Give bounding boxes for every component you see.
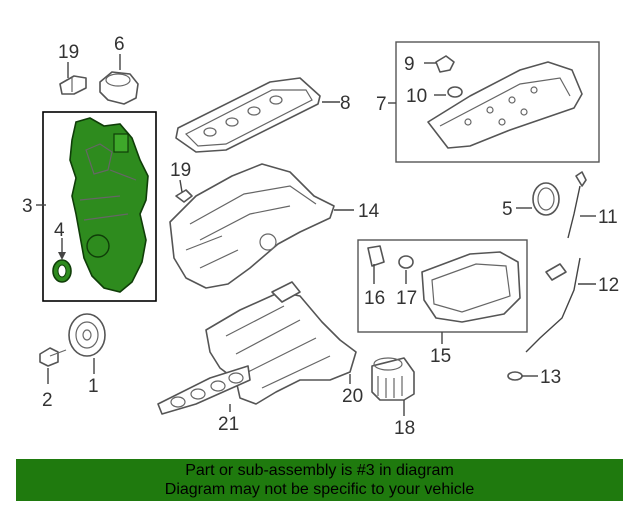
callout-21: 21 <box>218 414 239 435</box>
valve-cover-part[interactable] <box>427 61 583 149</box>
part-16-drain-plug[interactable] <box>367 245 385 267</box>
callout-1: 1 <box>88 376 99 397</box>
callout-18: 18 <box>394 418 415 439</box>
part-2-pulley-bolt[interactable] <box>39 347 67 367</box>
callout-15: 15 <box>430 346 451 367</box>
callout-9: 9 <box>404 54 415 75</box>
callout-16: 16 <box>364 288 385 309</box>
banner-line-2: Diagram may not be specific to your vehi… <box>164 481 475 498</box>
callout-17: 17 <box>396 288 417 309</box>
part-3-timing-cover-group[interactable] <box>42 111 157 302</box>
part-12-dipstick-tube[interactable] <box>525 257 581 353</box>
callout-13: 13 <box>540 367 561 388</box>
part-18-oil-filter[interactable] <box>371 357 415 401</box>
callout-7: 7 <box>376 94 387 115</box>
callout-12: 12 <box>598 275 619 296</box>
callout-5: 5 <box>502 199 513 220</box>
part-6-oil-cap[interactable] <box>99 71 139 105</box>
callout-10: 10 <box>406 86 427 107</box>
callout-2: 2 <box>42 390 53 411</box>
callout-numbers: 19 6 3 4 9 10 7 8 19 14 5 11 16 17 15 12… <box>22 34 619 439</box>
part-17-washer[interactable] <box>398 255 414 269</box>
gasket-ports <box>170 372 244 408</box>
part-19-sensor-middle[interactable] <box>175 189 193 203</box>
callout-19-middle: 19 <box>170 160 191 181</box>
banner-line-1: Part or sub-assembly is #3 in diagram <box>185 462 454 479</box>
info-banner: Part or sub-assembly is #3 in diagram Di… <box>16 459 623 501</box>
gasket-plug-holes <box>203 95 283 137</box>
part-21-manifold-gasket[interactable] <box>157 365 251 415</box>
callout-20: 20 <box>342 386 363 407</box>
callout-19-left: 19 <box>58 42 79 63</box>
oil-pan-part[interactable] <box>421 251 521 323</box>
part-5-seal[interactable] <box>532 182 560 216</box>
callout-6: 6 <box>114 34 125 55</box>
part-9-pcv-valve[interactable] <box>435 55 455 73</box>
valve-cover-bolt-bosses <box>464 86 538 126</box>
part-8-valve-cover-gasket[interactable] <box>175 77 321 153</box>
part-13-o-ring[interactable] <box>507 371 523 381</box>
part-19-sensor-left[interactable] <box>59 75 87 95</box>
cover-boss <box>113 133 129 153</box>
callout-8: 8 <box>340 93 351 114</box>
callout-14: 14 <box>358 201 380 222</box>
part-7-valve-cover-group[interactable] <box>395 41 600 163</box>
part-14-upper-oil-pan[interactable] <box>169 163 335 289</box>
leader-lines <box>36 54 596 416</box>
part-15-oil-pan-group[interactable] <box>357 239 528 333</box>
callout-3: 3 <box>22 196 33 217</box>
callout-4: 4 <box>54 220 65 241</box>
callout-11: 11 <box>598 207 618 228</box>
cover-bore <box>86 234 110 258</box>
part-11-dipstick[interactable] <box>567 171 587 239</box>
part-1-crank-pulley[interactable] <box>68 313 106 357</box>
part-10-o-ring[interactable] <box>447 86 463 98</box>
seal-bore <box>57 264 67 278</box>
